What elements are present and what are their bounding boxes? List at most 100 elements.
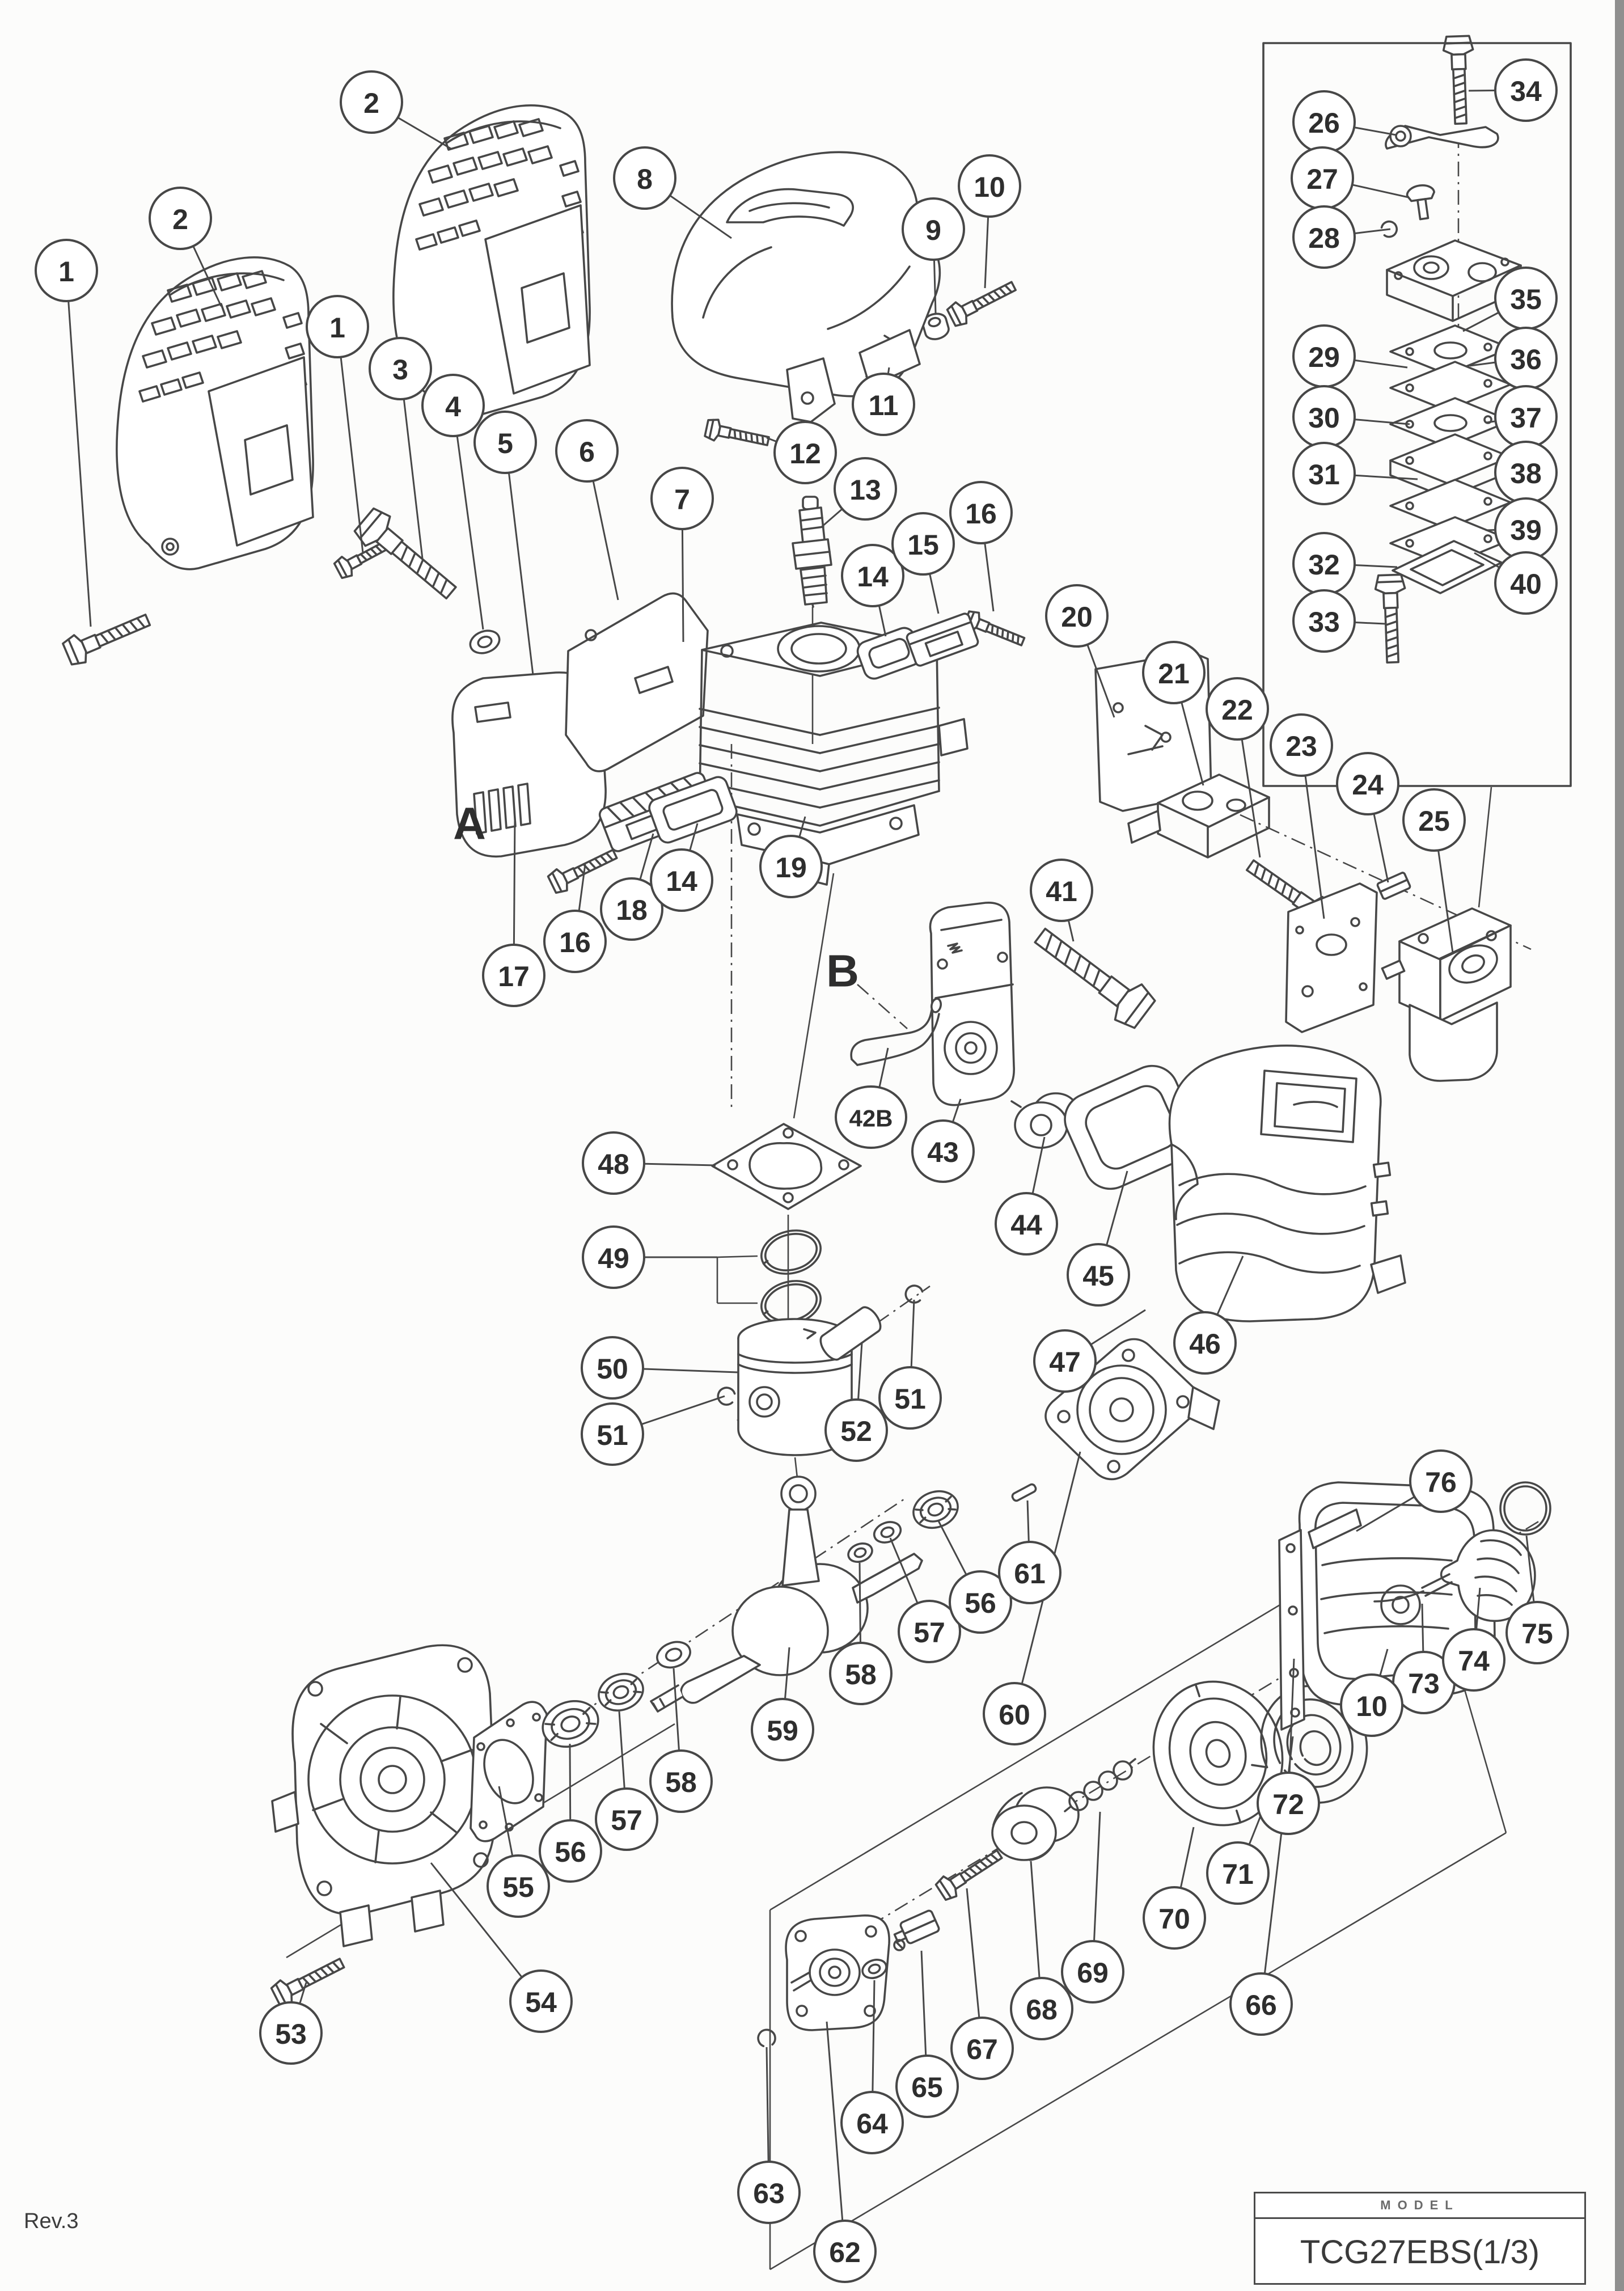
part-spacer-24	[1377, 872, 1411, 900]
callout-leader-15	[929, 573, 940, 614]
callout-number-38: 38	[1510, 458, 1542, 489]
callout-circle-10	[958, 154, 1021, 218]
callout-number-51: 51	[597, 1419, 628, 1451]
callout-leader-45	[1106, 1170, 1128, 1246]
callout-71: 71	[1206, 1791, 1271, 1905]
callout-48: 48	[582, 1131, 716, 1195]
callout-number-16: 16	[559, 927, 591, 958]
callout-number-15: 15	[907, 529, 939, 561]
callout-leader-28	[1354, 228, 1391, 235]
callout-28: 28	[1292, 205, 1391, 269]
screw-34	[1442, 35, 1477, 125]
guide-line-9	[1111, 754, 1532, 950]
part-engine-cover-left	[116, 256, 314, 570]
callout-32: 32	[1292, 532, 1398, 595]
part-breather-pipe-42B	[851, 998, 942, 1065]
callout-circle-12	[773, 421, 837, 484]
callout-number-11: 11	[869, 390, 899, 421]
callout-circle-1	[306, 295, 369, 358]
callout-circle-3	[369, 337, 432, 400]
callout-24: 24	[1336, 752, 1399, 883]
callout-circle-67	[950, 2017, 1014, 2080]
callout-number-62: 62	[829, 2237, 861, 2268]
callout-number-28: 28	[1308, 222, 1340, 254]
callout-leader-16	[984, 543, 995, 612]
callout-number-19: 19	[775, 852, 807, 884]
callout-circle-24	[1336, 752, 1399, 815]
callout-number-74: 74	[1458, 1645, 1490, 1677]
part-muffler-gasket-6	[566, 593, 708, 771]
callout-circle-56	[539, 1819, 602, 1883]
part-ignition-coil-21	[1128, 775, 1269, 857]
callout-leader-69	[1093, 1811, 1101, 1942]
callout-circle-45	[1067, 1243, 1130, 1307]
callout-number-5: 5	[497, 428, 513, 459]
screw-67	[933, 1843, 1007, 1903]
callout-number-63: 63	[753, 2178, 785, 2209]
callout-number-31: 31	[1308, 459, 1340, 491]
callout-35: 35	[1462, 267, 1558, 332]
callout-circle-48	[582, 1131, 645, 1195]
callout-27: 27	[1291, 146, 1409, 210]
callout-43: 43	[911, 1098, 975, 1183]
callout-circle-41	[1030, 859, 1093, 922]
callout-circle-51	[581, 1402, 644, 1466]
callout-49: 49	[582, 1225, 717, 1289]
callout-leader-13	[821, 508, 843, 529]
callout-circle-63	[737, 2161, 801, 2224]
callout-number-2: 2	[363, 87, 379, 119]
callout-leader-70	[1179, 1827, 1195, 1888]
callout-circle-28	[1292, 205, 1356, 269]
callout-leader-17	[513, 817, 516, 945]
callout-57: 57	[595, 1711, 658, 1851]
callout-number-65: 65	[911, 2072, 943, 2103]
callout-leader-1	[340, 357, 364, 553]
callout-number-7: 7	[674, 484, 690, 515]
callout-41: 41	[1030, 859, 1093, 942]
callout-circle-8	[613, 146, 676, 210]
callout-leader-43	[951, 1098, 962, 1123]
callout-circle-52	[824, 1398, 888, 1462]
callout-leader-20	[1086, 644, 1115, 718]
callout-number-14: 14	[857, 561, 889, 593]
callout-number-59: 59	[767, 1715, 798, 1747]
callout-2: 2	[340, 70, 451, 150]
callout-circle-6	[555, 419, 619, 483]
part-carburetor	[1382, 908, 1511, 1081]
callout-7: 7	[650, 467, 714, 643]
part-bracket-15	[906, 612, 979, 667]
callout-leader-2	[397, 116, 451, 150]
callout-circle-50	[581, 1336, 644, 1400]
callout-number-23: 23	[1285, 730, 1317, 762]
callout-number-1: 1	[58, 256, 74, 288]
part-starter-grip-74	[1375, 1531, 1535, 1621]
callout-number-27: 27	[1306, 163, 1338, 195]
callout-circle-7	[650, 467, 714, 530]
part-stopper-65	[891, 1910, 940, 1950]
callout-leader-73	[1421, 1603, 1424, 1652]
callout-circle-62	[813, 2220, 877, 2283]
part-gasket-23	[1286, 884, 1377, 1032]
callout-leader-4	[456, 436, 484, 630]
callout-leader-25	[1437, 850, 1454, 953]
callout-circle-31	[1292, 442, 1356, 505]
bolt-41	[1027, 918, 1158, 1032]
callout-circle-40	[1494, 551, 1558, 615]
callout-number-16: 16	[965, 498, 997, 530]
part-crankcase-cover-54	[272, 1645, 495, 1946]
callout-leader-5	[508, 472, 534, 675]
callout-56: 56	[539, 1743, 602, 1883]
bolt-12	[703, 417, 771, 453]
callout-circle-53	[259, 2001, 323, 2065]
callout-leader-68	[1030, 1861, 1041, 1979]
callout-76: 76	[1356, 1449, 1473, 1532]
callout-circle-72	[1257, 1772, 1320, 1835]
inset-detail-box	[1263, 43, 1571, 786]
callout-leader-24	[1373, 813, 1389, 883]
callout-circle-71	[1206, 1841, 1270, 1905]
callout-number-13: 13	[849, 474, 881, 506]
callout-circle-54	[509, 1969, 573, 2033]
part-intake-manifold-43	[930, 903, 1014, 1105]
callout-number-54: 54	[525, 1986, 557, 2018]
callout-number-48: 48	[598, 1148, 629, 1180]
